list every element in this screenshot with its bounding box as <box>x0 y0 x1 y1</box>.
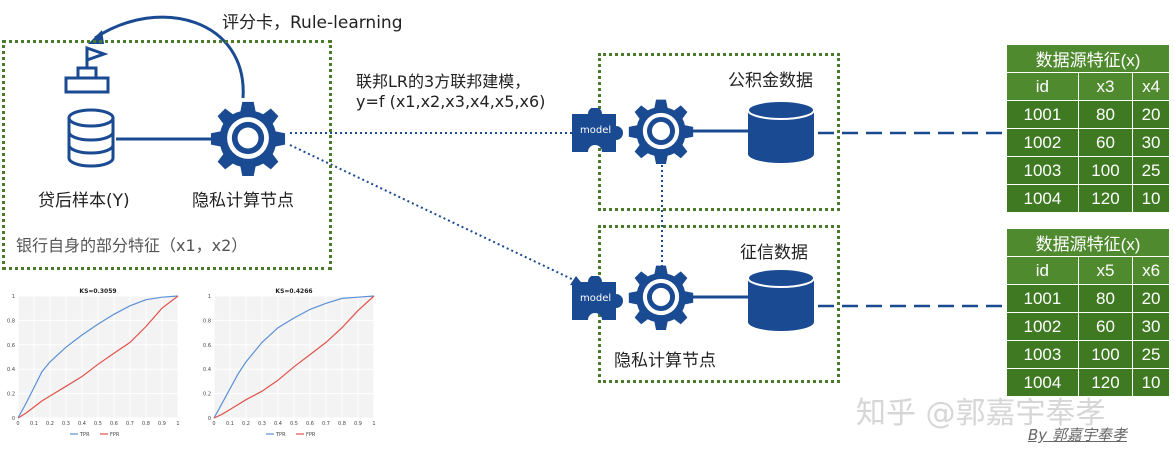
federated-line1: 联邦LR的3方联邦建模， <box>356 72 531 91</box>
series-line-fpr <box>17 295 179 419</box>
x-tick-label: 0.5 <box>290 421 298 427</box>
table-title: 数据源特征(x) <box>1006 228 1170 257</box>
podium-icon <box>64 45 110 94</box>
col-header: x3 <box>1077 72 1134 101</box>
y-tick-label: 1 <box>208 294 211 300</box>
y-tick-label: 0 <box>12 416 15 422</box>
ks-chart-1: KS=0.3059 0 0.2 0.4 0.6 0.8 1 0 0.1 0.2 0.3 0.4 0.5 0… <box>7 288 180 438</box>
col-header: id <box>1006 256 1079 285</box>
y-tick-label: 0.8 <box>203 318 211 324</box>
credit-title: 征信数据 <box>740 243 808 263</box>
node-label-bottom: 隐私计算节点 <box>614 351 716 371</box>
x-tick-label: 0.7 <box>322 421 330 427</box>
score-label: 评分卡，Rule-learning <box>222 13 403 33</box>
y-tick-label: 0.4 <box>7 367 15 373</box>
legend-label: FPR <box>306 432 316 438</box>
legend-label: TPR <box>275 432 286 438</box>
byline: By 郭嘉宇奉孝 <box>1028 426 1127 444</box>
x-tick-label: 1 <box>372 421 375 427</box>
gear-icon-top-right <box>628 99 694 164</box>
model-label-top: model <box>580 125 612 136</box>
x-tick-label: 0.9 <box>354 421 362 427</box>
x-tick-label: 0.6 <box>110 421 118 427</box>
col-header: id <box>1006 72 1079 101</box>
chart-title: KS=0.3059 <box>79 288 116 295</box>
x-tick-label: 0.8 <box>142 421 150 427</box>
col-header: x4 <box>1132 72 1170 101</box>
y-tick-label: 0.8 <box>7 318 15 324</box>
x-tick-label: 0.6 <box>306 421 314 427</box>
x-tick-label: 0.2 <box>46 421 54 427</box>
gear-icon-bottom-right <box>628 265 694 330</box>
fund-database-icon <box>747 100 815 163</box>
gear-to-model-bottom-line <box>289 144 579 283</box>
y-tick-label: 0 <box>208 416 211 422</box>
series-line-tpr <box>213 295 375 419</box>
gear-icon <box>210 101 286 176</box>
legend-label: FPR <box>110 432 120 438</box>
x-tick-label: 0.7 <box>126 421 134 427</box>
bank-box <box>2 40 332 270</box>
x-tick-label: 0.3 <box>258 421 266 427</box>
fund-title: 公积金数据 <box>728 71 813 91</box>
table-title: 数据源特征(x) <box>1006 44 1170 73</box>
x-tick-label: 0.5 <box>94 421 102 427</box>
col-header: x5 <box>1077 256 1134 285</box>
x-tick-label: 0.4 <box>78 421 86 427</box>
x-tick-label: 0.1 <box>226 421 234 427</box>
x-tick-label: 0.9 <box>158 421 166 427</box>
x-tick-label: 0.4 <box>274 421 282 427</box>
x-tick-label: 0.8 <box>338 421 346 427</box>
credit-database-icon <box>747 268 815 331</box>
x-tick-label: 1 <box>176 421 179 427</box>
score-arrow <box>94 15 245 99</box>
y-tick-label: 0.2 <box>203 392 211 398</box>
series-line-fpr <box>213 295 375 419</box>
x-tick-label: 0 <box>16 421 19 427</box>
node-label-left: 隐私计算节点 <box>192 191 294 211</box>
feature-label: 银行自身的部分特征（x1，x2） <box>16 236 248 255</box>
x-tick-label: 0.3 <box>62 421 70 427</box>
col-header: x6 <box>1132 256 1170 285</box>
database-icon <box>67 108 115 168</box>
x-tick-label: 0 <box>212 421 215 427</box>
chart-title: KS=0.4266 <box>275 288 312 295</box>
watermark: 知乎 @郭嘉宇奉孝 <box>856 396 1106 431</box>
x-tick-label: 0.2 <box>242 421 250 427</box>
y-tick-label: 0.6 <box>7 343 15 349</box>
series-line-tpr <box>17 295 179 419</box>
y-tick-label: 0.6 <box>203 343 211 349</box>
sample-label: 贷后样本(Y) <box>38 191 130 211</box>
model-puzzle-icon-bottom <box>572 276 623 320</box>
y-tick-label: 0.2 <box>7 392 15 398</box>
federated-line2: y=f (x1,x2,x3,x4,x5,x6) <box>356 92 546 111</box>
y-tick-label: 0.4 <box>203 367 211 373</box>
x-tick-label: 0.1 <box>30 421 38 427</box>
model-label-bottom: model <box>580 293 612 304</box>
model-puzzle-icon-top <box>572 108 623 152</box>
legend-label: TPR <box>79 432 90 438</box>
y-tick-label: 1 <box>12 294 15 300</box>
ks-chart-2: KS=0.4266 0 0.2 0.4 0.6 0.8 1 0 0.1 0.2 0.3 0.4 0.5 0… <box>203 288 376 438</box>
